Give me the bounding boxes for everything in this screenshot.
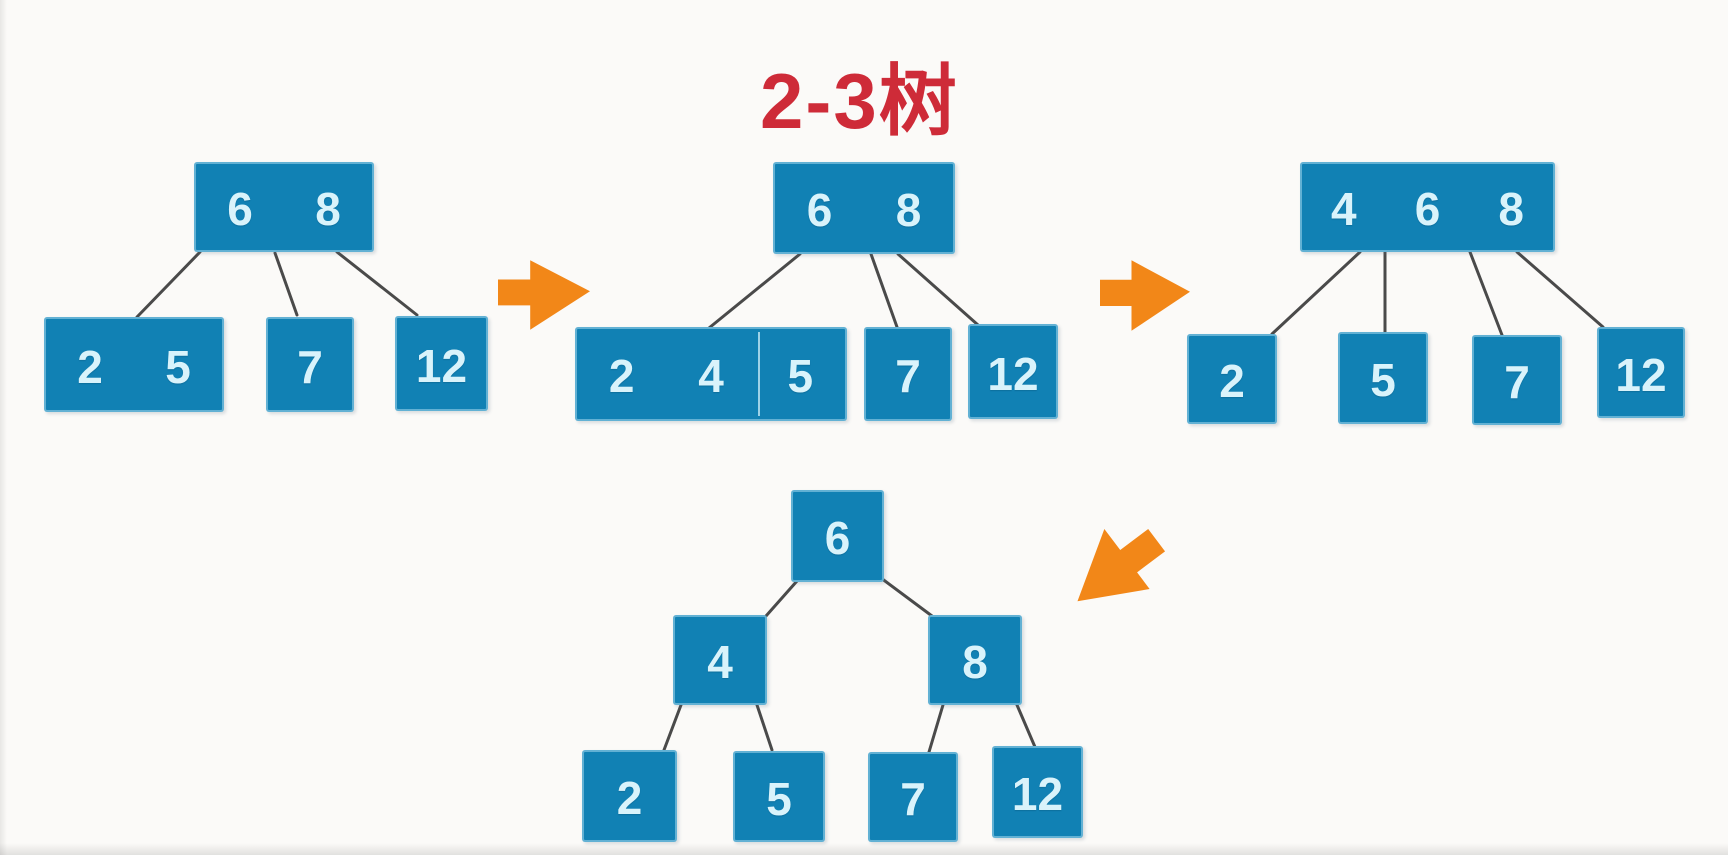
node-7: 7 <box>868 752 958 842</box>
tree-edge <box>764 579 799 618</box>
node-8: 8 <box>928 615 1022 705</box>
node-key: 5 <box>1370 354 1396 406</box>
node-key: 7 <box>1504 356 1530 408</box>
node-7: 7 <box>864 327 952 421</box>
node-key: 8 <box>315 183 341 235</box>
node-key: 8 <box>895 184 922 236</box>
page-title: 2-3树 <box>760 57 959 146</box>
node-7: 7 <box>266 317 354 412</box>
tree-edge <box>1015 703 1037 749</box>
node-key: 4 <box>707 636 733 688</box>
node-key-divider <box>758 332 761 416</box>
node-key: 12 <box>1615 348 1667 401</box>
node-key: 7 <box>895 350 921 402</box>
tree-edge <box>869 252 899 329</box>
node-2-4-5: 2 4 5 <box>575 327 847 421</box>
node-key: 6 <box>806 184 833 236</box>
node-6: 6 <box>791 490 884 582</box>
node-12: 12 <box>395 316 488 411</box>
arrow-right-icon <box>498 260 590 330</box>
node-12: 12 <box>1597 327 1685 418</box>
tree-edge <box>1270 250 1362 336</box>
node-5: 5 <box>1338 332 1428 424</box>
bottom-edge-shadow <box>0 843 1728 855</box>
node-key: 2 <box>1219 355 1245 407</box>
node-5: 5 <box>733 751 825 842</box>
node-4: 4 <box>673 615 767 705</box>
node-key: 4 <box>1331 183 1357 235</box>
node-key: 2 <box>616 772 643 824</box>
node-7: 7 <box>1472 335 1562 425</box>
node-key: 5 <box>766 772 792 825</box>
node-key: 5 <box>787 350 814 402</box>
tree-edge <box>755 703 774 752</box>
node-key: 12 <box>1011 768 1064 820</box>
left-edge-shadow <box>0 0 7 855</box>
node-2: 2 <box>1187 334 1277 424</box>
tree-edge <box>707 252 802 330</box>
node-key: 7 <box>297 340 323 393</box>
node-key: 6 <box>227 183 253 235</box>
node-key: 5 <box>165 340 191 393</box>
tree-edge <box>927 703 945 754</box>
node-12: 12 <box>992 746 1083 838</box>
tree-edge <box>135 250 202 319</box>
node-12: 12 <box>968 324 1058 419</box>
node-key: 12 <box>987 347 1039 400</box>
node-key: 8 <box>1498 183 1524 235</box>
tree-edge <box>1515 250 1605 329</box>
node-key: 7 <box>900 773 926 825</box>
tree-edge <box>273 251 299 317</box>
node-key: 8 <box>962 636 988 688</box>
tree-edge <box>896 252 980 327</box>
node-key: 12 <box>415 339 468 392</box>
arrow-down-left-icon <box>1077 528 1166 602</box>
tree-edge <box>335 250 419 317</box>
node-key: 4 <box>698 350 724 402</box>
arrow-right-icon <box>1100 260 1190 331</box>
tree-edge <box>1468 250 1504 337</box>
node-2: 2 <box>582 750 677 842</box>
node-key: 6 <box>824 512 851 564</box>
node-key: 2 <box>608 350 635 402</box>
node-key: 6 <box>1414 183 1441 235</box>
node-4-6-8: 4 6 8 <box>1300 162 1555 252</box>
node-key: 2 <box>77 340 103 393</box>
tree-edge <box>662 703 683 752</box>
tree-edge <box>879 576 934 618</box>
